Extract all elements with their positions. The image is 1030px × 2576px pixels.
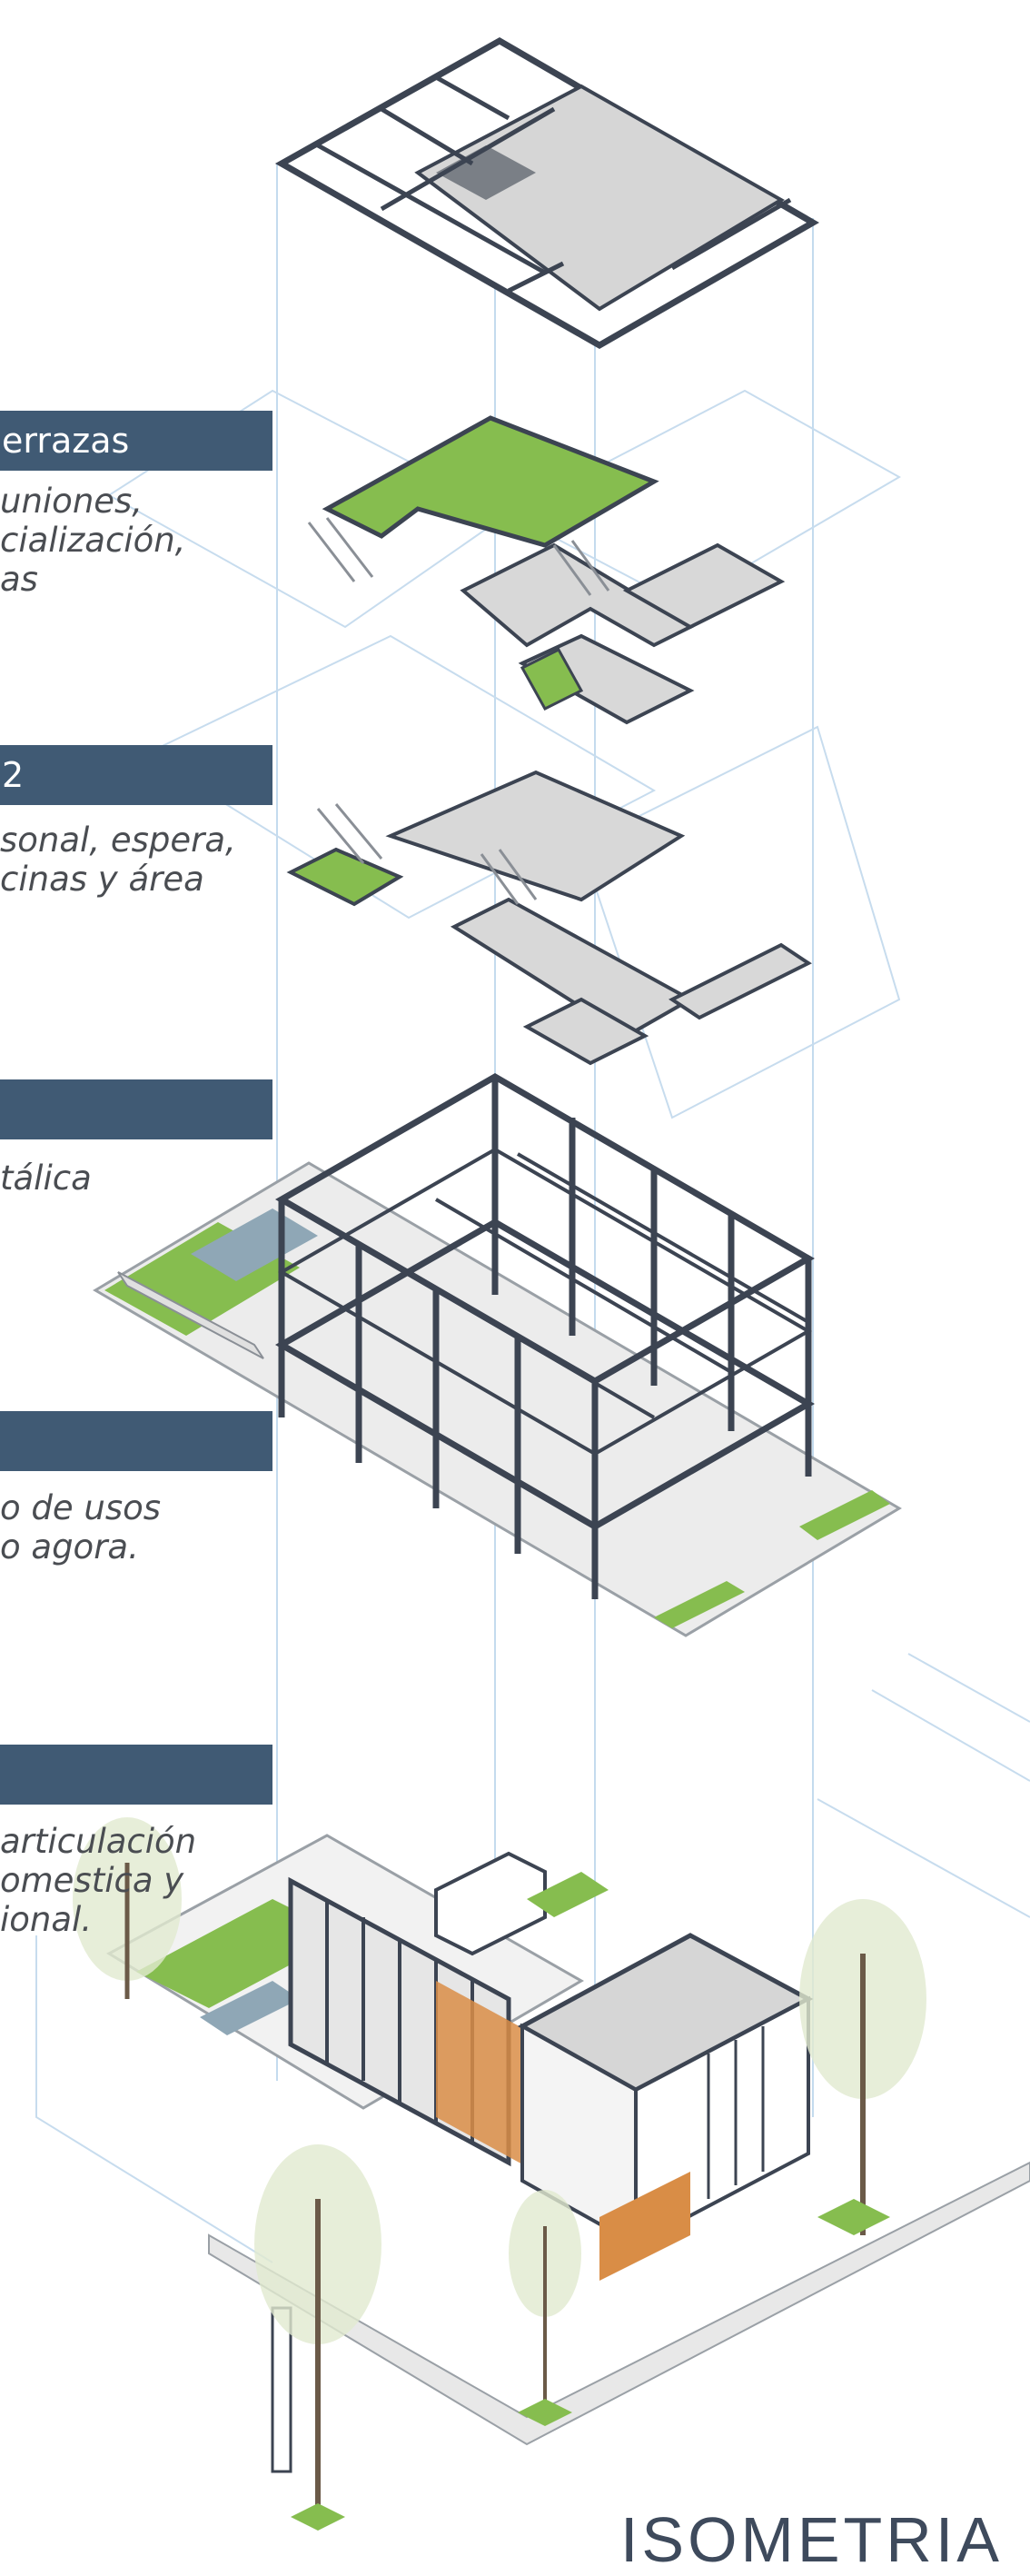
tree-icon [254, 2144, 381, 2526]
tree-icon [799, 1899, 926, 2235]
level-label-banner [0, 1079, 272, 1139]
second-floor-level [143, 634, 901, 1119]
level-label-banner [0, 1745, 272, 1805]
context-building-level [35, 1653, 1030, 2531]
level-label-banner [0, 1411, 272, 1471]
vertical-guide-lines [276, 55, 814, 2190]
roof-slab-level [274, 36, 820, 350]
level-label-banner: 2 [0, 745, 272, 805]
tree-icon [73, 1817, 182, 1999]
level-description: uniones, cialización, as [0, 482, 186, 599]
level-description: articulación omestica y ional. [0, 1822, 197, 1939]
level-description: tálica [0, 1159, 92, 1198]
drawing-title: ISOMETRIA [619, 2504, 1003, 2575]
tree-icon [509, 2190, 581, 2417]
terrace-level [107, 389, 902, 725]
level-description: sonal, espera, cinas y área [0, 821, 236, 899]
structure-and-ground-level [93, 1072, 902, 1637]
level-description: o de usos o agora. [0, 1488, 162, 1566]
level-label-banner: errazas [0, 411, 272, 471]
